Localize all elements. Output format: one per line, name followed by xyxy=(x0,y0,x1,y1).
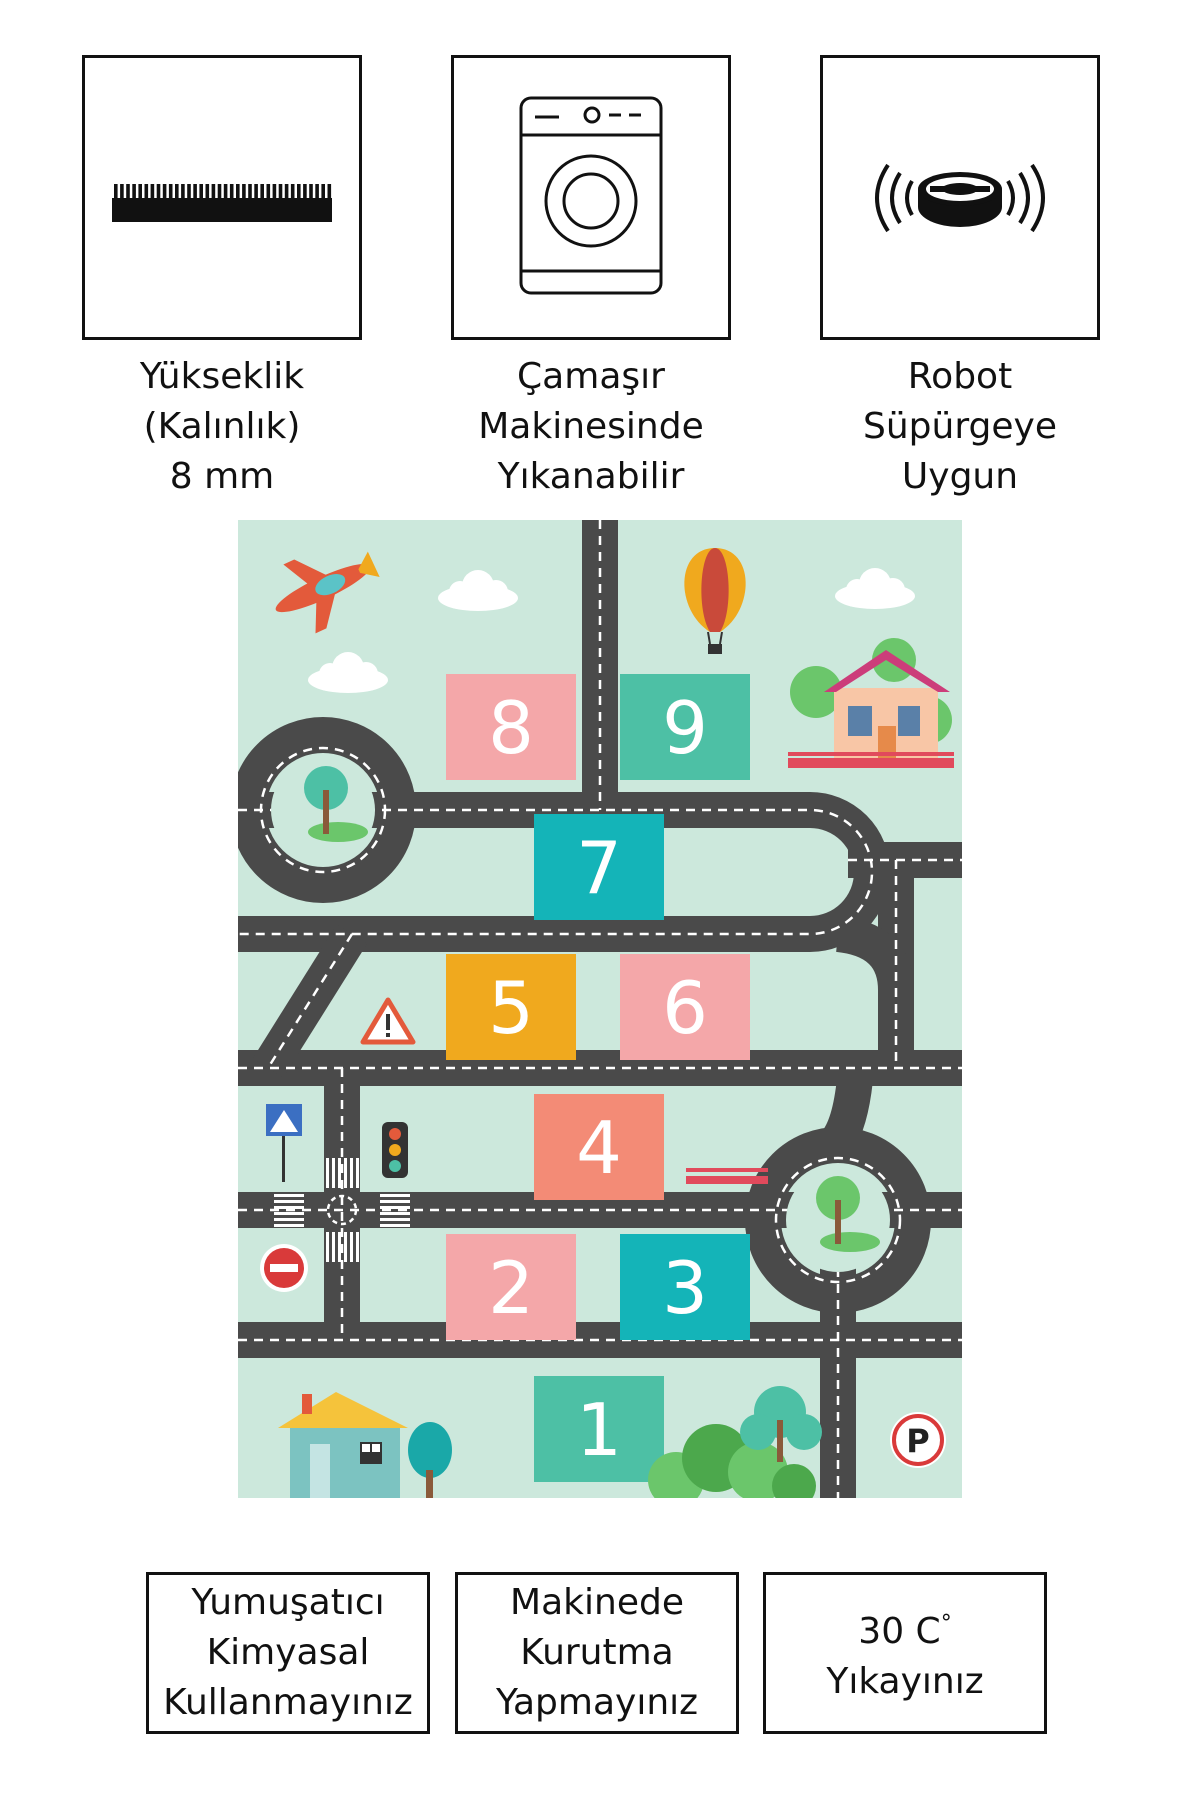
crosswalk-stripe xyxy=(380,1194,410,1197)
no-softener-box: Yumuşatıcı Kimyasal Kullanmayınız xyxy=(146,1572,430,1734)
tree-icon xyxy=(816,1176,880,1252)
cloud-icon xyxy=(308,652,388,693)
crosswalk-stripe xyxy=(344,1158,347,1188)
hopscotch-square-3 xyxy=(620,1234,750,1340)
crosswalk-stripe xyxy=(274,1206,304,1209)
hopscotch-square-4 xyxy=(534,1094,664,1200)
hopscotch-square-6 xyxy=(620,954,750,1060)
crosswalk-stripe xyxy=(380,1218,410,1221)
crosswalk-stripe xyxy=(274,1224,304,1227)
hopscotch-square-5 xyxy=(446,954,576,1060)
robot-vacuum-box xyxy=(820,55,1100,340)
hopscotch-number-9: 9 xyxy=(662,686,708,770)
hot-air-balloon-icon xyxy=(684,548,746,654)
hopscotch-square-1 xyxy=(534,1376,664,1482)
crosswalk-stripe xyxy=(380,1206,410,1209)
crosswalk-stripe xyxy=(326,1158,329,1188)
rug-illustration: 8 975 642 31 xyxy=(230,520,962,1508)
hopscotch-number-1: 1 xyxy=(576,1388,622,1472)
carpet-height-box xyxy=(82,55,362,340)
crosswalk-stripe xyxy=(332,1158,335,1188)
crosswalk-stripe xyxy=(326,1232,329,1262)
picket-fence-icon xyxy=(686,1168,768,1184)
crosswalk-stripe xyxy=(274,1212,304,1215)
bush-icon xyxy=(648,1424,816,1508)
washing-machine-icon xyxy=(519,96,663,294)
hopscotch-square-8 xyxy=(446,674,576,780)
robot-vacuum-icon xyxy=(875,163,1045,232)
crosswalk-stripe xyxy=(380,1224,410,1227)
airplane-icon xyxy=(275,551,380,634)
cloud-icon xyxy=(835,568,915,609)
crosswalk-stripe xyxy=(338,1158,341,1188)
house-yellow-roof-icon xyxy=(278,1392,408,1498)
feature-label-washable: Çamaşır Makinesinde Yıkanabilir xyxy=(478,356,704,497)
crosswalk-stripe xyxy=(356,1158,359,1188)
hopscotch-square-2 xyxy=(446,1234,576,1340)
hopscotch-number-2: 2 xyxy=(488,1246,534,1330)
road-lane-markings xyxy=(238,520,962,1498)
picket-fence-icon xyxy=(788,752,954,768)
mini-roundabout xyxy=(326,1194,358,1226)
wash-30c-box: 30 C° Yıkayınız xyxy=(763,1572,1047,1734)
tree-icon xyxy=(304,766,368,842)
hopscotch-number-7: 7 xyxy=(576,826,622,910)
tree-icon xyxy=(740,1386,822,1462)
cloud-icon xyxy=(438,570,518,611)
crosswalk xyxy=(274,1158,410,1262)
crosswalk-stripe xyxy=(274,1194,304,1197)
hopscotch-squares: 8 975 642 31 xyxy=(446,674,750,1482)
feature-label-robot: Robot Süpürgeye Uygun xyxy=(863,356,1057,497)
hopscotch-number-5: 5 xyxy=(488,966,534,1050)
tree-icon xyxy=(408,1422,452,1498)
crosswalk-stripe xyxy=(350,1158,353,1188)
no-entry-sign-icon xyxy=(260,1244,308,1292)
crosswalk-stripe xyxy=(380,1200,410,1203)
crosswalk-stripe xyxy=(274,1200,304,1203)
crosswalk-stripe xyxy=(350,1232,353,1262)
crosswalk-stripe xyxy=(344,1232,347,1262)
hopscotch-number-3: 3 xyxy=(662,1246,708,1330)
hopscotch-square-7 xyxy=(534,814,664,920)
crosswalk-stripe xyxy=(332,1232,335,1262)
warning-sign-icon xyxy=(360,997,416,1045)
house-pink-roof-icon xyxy=(790,638,952,760)
feature-label-height: Yükseklik (Kalınlık) 8 mm xyxy=(139,356,305,497)
crosswalk-stripe xyxy=(380,1212,410,1215)
pedestrian-crossing-sign-icon xyxy=(266,1104,302,1182)
wash-temperature: 30 C° xyxy=(858,1611,952,1652)
hopscotch-number-6: 6 xyxy=(662,966,708,1050)
hopscotch-number-8: 8 xyxy=(488,686,534,770)
washing-machine-box xyxy=(451,55,731,340)
carpet-pile-icon xyxy=(112,183,332,222)
hopscotch-square-9 xyxy=(620,674,750,780)
no-tumble-dry-box: Makinede Kurutma Yapmayınız xyxy=(455,1572,739,1734)
crosswalk-stripe xyxy=(274,1218,304,1221)
parking-sign-icon: P xyxy=(890,1412,946,1468)
parking-sign-letter: P xyxy=(906,1422,929,1460)
traffic-light-icon xyxy=(382,1122,408,1178)
crosswalk-stripe xyxy=(356,1232,359,1262)
crosswalk-stripe xyxy=(338,1232,341,1262)
hopscotch-number-4: 4 xyxy=(576,1106,622,1190)
